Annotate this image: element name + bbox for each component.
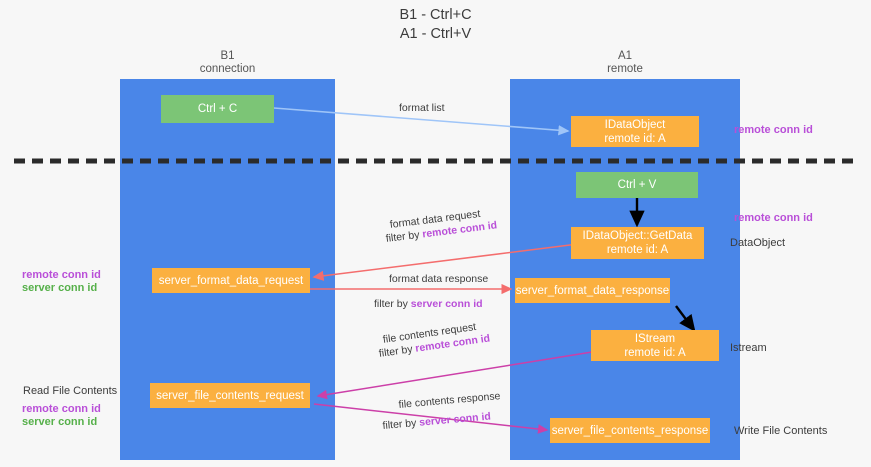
box-server-format-data-response-label: server_format_data_response — [515, 284, 670, 297]
side-label-left-remote-conn-id-bottom: remote conn id — [22, 403, 101, 415]
box-ctrl-v[interactable]: Ctrl + V — [576, 172, 698, 198]
side-label-left-remote-conn-id-mid: remote conn id — [22, 269, 101, 281]
edge-label-format-list: format list — [399, 102, 445, 114]
box-server-file-contents-request[interactable]: server_file_contents_request — [150, 383, 310, 408]
side-label-write-file-contents: Write File Contents — [734, 425, 828, 437]
side-label-dataobject: DataObject — [730, 237, 786, 249]
box-server-file-contents-response-label: server_file_contents_response — [551, 424, 709, 437]
box-idataobject-remote-line2: remote id: A — [604, 132, 666, 145]
edge-label-format-data-response-filter-key: server conn id — [410, 298, 483, 310]
diagram-title-line-2: A1 - Ctrl+V — [399, 26, 472, 42]
box-idataobject-remote-line1: IDataObject — [604, 118, 666, 131]
edge-label-format-data-request-filter-prefix: filter by — [385, 228, 424, 245]
box-istream-line1: IStream — [634, 332, 676, 345]
box-idataobject-getdata-line1: IDataObject::GetData — [582, 230, 693, 242]
box-istream-line2: remote id: A — [624, 346, 686, 359]
box-ctrl-v-label: Ctrl + V — [617, 179, 657, 191]
side-label-remote-conn-id-top: remote conn id — [734, 124, 813, 136]
edge-label-file-contents-response-filter: filter by server conn id — [382, 410, 491, 434]
box-ctrl-c[interactable]: Ctrl + C — [161, 95, 274, 123]
lane-header-b1-name: B1 — [220, 50, 235, 62]
side-label-left-server-conn-id-mid: server conn id — [22, 282, 98, 294]
edge-label-file-contents-request-filter-prefix: filter by — [378, 342, 417, 360]
edge-label-file-contents-response-filter-key: server conn id — [418, 410, 492, 429]
lane-header-a1-name: A1 — [617, 50, 633, 62]
box-ctrl-c-label: Ctrl + C — [197, 103, 238, 115]
edge-label-format-data-response-filter: filter by server conn id — [374, 297, 483, 312]
edge-label-format-data-response-filter-prefix: filter by — [374, 298, 411, 310]
lane-header-b1-subtitle: connection — [199, 63, 256, 75]
edge-label-file-contents-response-filter-prefix: filter by — [382, 416, 420, 432]
edge-label-format-data-response: format data response — [389, 273, 489, 285]
box-server-file-contents-response[interactable]: server_file_contents_response — [550, 418, 710, 443]
side-label-istream: Istream — [730, 342, 767, 354]
box-istream[interactable]: IStream remote id: A — [591, 330, 719, 361]
side-label-remote-conn-id-mid: remote conn id — [734, 212, 813, 224]
box-server-format-data-request[interactable]: server_format_data_request — [152, 268, 310, 293]
box-server-format-data-request-label: server_format_data_request — [158, 274, 304, 287]
side-label-left-server-conn-id-bottom: server conn id — [22, 416, 98, 428]
box-idataobject-getdata-line2: remote id: A — [606, 244, 669, 256]
side-label-read-file-contents: Read File Contents — [23, 385, 118, 397]
diagram-title-line-1: B1 - Ctrl+C — [399, 7, 472, 23]
lane-header-a1-subtitle: remote — [607, 63, 643, 75]
box-idataobject-getdata[interactable]: IDataObject::GetData remote id: A — [571, 227, 704, 259]
box-idataobject-remote[interactable]: IDataObject remote id: A — [571, 116, 699, 147]
box-server-file-contents-request-label: server_file_contents_request — [156, 389, 304, 402]
box-server-format-data-response[interactable]: server_format_data_response — [515, 278, 670, 303]
